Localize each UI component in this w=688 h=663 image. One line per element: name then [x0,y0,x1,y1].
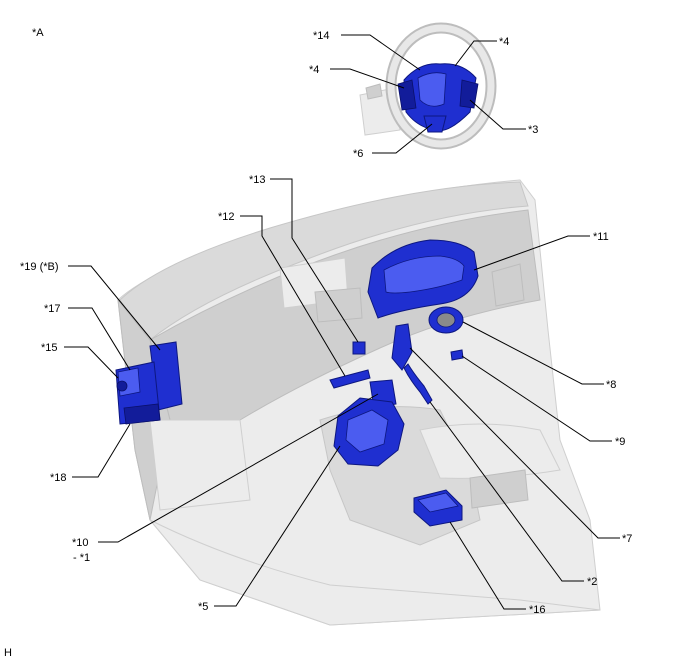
view-label: *A [32,27,44,39]
spiral-cable-hole [436,312,456,328]
leader-18 [72,423,131,478]
leader-8 [462,321,604,385]
callout-7: *7 [622,533,632,545]
glovebox-area [149,419,251,511]
column-ecu [391,323,413,371]
ecu-connector [116,380,128,392]
leader-13 [270,178,359,343]
leader-7 [409,347,620,539]
dashboard-top [119,181,529,341]
callout-15: *15 [41,342,58,354]
callout-4-left: *4 [309,64,319,76]
armrest [419,423,561,479]
callout-9: *9 [615,436,625,448]
leader-11 [473,235,590,271]
callout-14: *14 [313,30,330,42]
meter-face [383,255,465,294]
right-air-vent [491,263,525,307]
leader-4-top [454,40,497,67]
callout-10: *10 [72,537,89,549]
climate-control-panel [329,369,371,389]
callout-11: *11 [593,231,609,243]
steering-wheel-inset [359,22,497,150]
leader-12 [240,215,346,377]
leader-9 [461,355,612,442]
horn-pad-center [417,72,447,107]
ac-unit-face [345,409,389,453]
footer-code: H [4,647,12,658]
callout-17: *17 [44,303,61,315]
callout-18: *18 [50,472,67,484]
leader-lines [64,34,620,610]
leader-17 [68,307,131,371]
callout-6: *6 [353,148,363,160]
leader-14 [341,34,421,71]
floor [149,519,601,626]
rear-vents [469,469,529,509]
callout-labels: *A *14 *4 *4 *3 *6 *13 *12 *11 *19 (*B) … [4,27,632,659]
leader-16 [449,521,526,610]
leader-10 [98,393,379,543]
callout-4-top: *4 [499,36,509,48]
right-spoke-switch [459,79,479,109]
display-bezel [314,287,363,323]
callout-8: *8 [606,379,616,391]
callout-19: *19 (*B) [20,261,59,273]
highlighted-components [115,239,479,527]
callout-13: *13 [249,174,266,186]
leader-3 [469,99,526,130]
center-switch [352,341,366,355]
ecu-lower-block [123,403,161,425]
leader-15 [64,346,119,379]
callout-1: - *1 [73,552,90,564]
callout-5: *5 [198,601,208,613]
callout-12: *12 [218,211,235,223]
steering-sensor [450,349,464,361]
steering-harness [403,363,433,405]
lower-spoke-cover [423,115,447,133]
leader-4-left [330,68,405,89]
leader-2 [429,401,584,582]
vehicle-interior [117,179,601,626]
steering-wheel-rim-highlight [387,24,495,148]
leader-5 [214,445,341,607]
callout-2: *2 [587,576,597,588]
airbag-sensor-top [417,492,459,513]
leader-19 [68,265,161,351]
leader-6 [372,123,433,154]
callout-3: *3 [528,124,538,136]
callout-16: *16 [529,604,546,616]
column-stalk [365,83,383,100]
